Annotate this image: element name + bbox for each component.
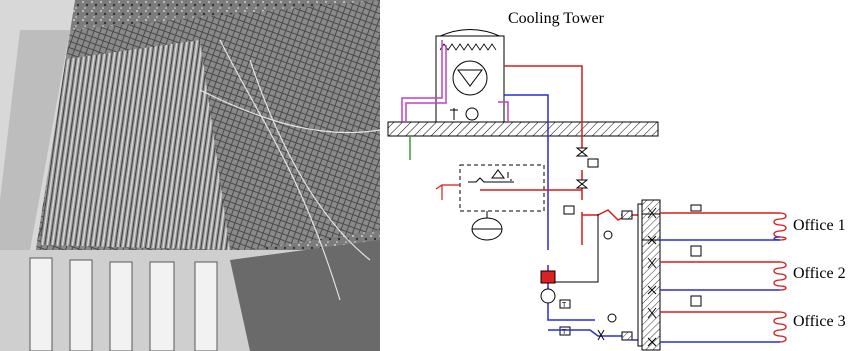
office-1-label: Office 1 <box>793 217 846 234</box>
office-2-label: Office 2 <box>793 265 846 282</box>
office-branch-3 <box>647 295 787 347</box>
svg-text:T: T <box>562 329 567 336</box>
pressurization-unit <box>459 164 545 212</box>
office-branch-1 <box>642 204 787 245</box>
svg-text:T: T <box>562 302 567 309</box>
office-branch-2 <box>647 245 787 295</box>
makeup-line <box>401 40 443 122</box>
distribution-manifold <box>641 199 661 351</box>
heat-pump <box>540 270 556 284</box>
cooling-tower <box>435 29 505 123</box>
cooling-tower-label: Cooling Tower <box>508 10 605 27</box>
office-3-label: Office 3 <box>793 313 846 330</box>
supply-valves <box>575 147 599 189</box>
circulation-pump <box>540 288 556 304</box>
construction-photo <box>0 0 380 351</box>
roof-slab <box>387 121 659 137</box>
hydronic-schematic: Cooling Tower <box>387 10 846 351</box>
supply-pipe <box>504 65 583 245</box>
